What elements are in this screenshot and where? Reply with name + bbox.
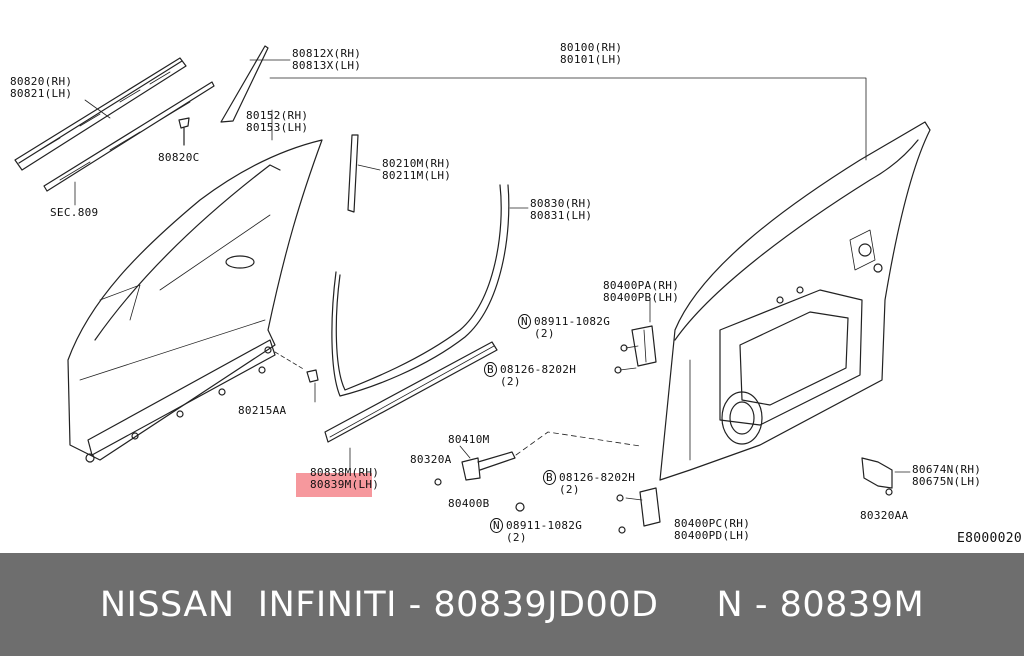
outer-door-panel	[67, 139, 323, 463]
part-number-banner: NISSAN INFINITI - 80839JD00D N - 80839M	[0, 553, 1024, 656]
label-80400pa: 80400PA(RH) 80400PB(LH)	[603, 279, 680, 304]
label-80410m: 80410M	[448, 433, 490, 446]
inner-moulding-strip	[43, 81, 215, 192]
outer-moulding-strip	[14, 57, 187, 171]
label-80674n: 80674N(RH) 80675N(LH)	[912, 463, 982, 488]
label-80320aa: 80320AA	[860, 509, 909, 522]
b-marker-b: B	[543, 470, 556, 485]
door-weatherstrip-80830	[331, 184, 510, 397]
label-80830: 80830(RH) 80831(LH)	[530, 197, 593, 222]
sash-garnish	[220, 45, 269, 123]
label-80812x: 80812X(RH) 80813X(LH)	[292, 47, 362, 72]
label-80400pc: 80400PC(RH) 80400PD(LH)	[674, 517, 751, 542]
hinge-80674n	[861, 457, 893, 496]
n-marker-b: N	[490, 518, 503, 533]
label-80152: 80152(RH) 80153(LH)	[246, 109, 309, 134]
label-80400b: 80400B	[448, 497, 490, 510]
label-08911-b: 08911-1082G	[506, 519, 583, 532]
label-80210m: 80210M(RH) 80211M(LH)	[382, 157, 452, 182]
label-08126-b-qty: (2)	[559, 483, 580, 496]
label-08911-a: 08911-1082G	[534, 315, 611, 328]
label-80820c: 80820C	[158, 151, 200, 164]
label-80838m: 80838M(RH) 80839M(LH)	[310, 466, 380, 491]
label-sec809: SEC.809	[50, 206, 99, 219]
n-marker-a: N	[518, 314, 531, 329]
upper-hinge	[614, 325, 657, 374]
door-check-link	[434, 431, 641, 512]
sill-moulding-80839m	[324, 341, 498, 443]
inner-door-panel	[659, 121, 931, 481]
diagram-reference-code: E8000020	[956, 531, 1022, 546]
label-08126-a: 08126-8202H	[500, 363, 577, 376]
clip-80215aa	[274, 351, 319, 403]
weatherstrip-80210m	[347, 134, 359, 213]
label-80820: 80820(RH) 80821(LH)	[10, 75, 73, 100]
diagram-drawing	[14, 45, 931, 534]
label-80100: 80100(RH) 80101(LH)	[560, 41, 623, 66]
clip-80820c	[178, 117, 190, 146]
label-08911-b-qty: (2)	[506, 531, 527, 544]
label-08126-b: 08126-8202H	[559, 471, 636, 484]
b-marker-a: B	[484, 362, 497, 377]
highlighted-part-marker	[296, 473, 372, 497]
label-08911-a-qty: (2)	[534, 327, 555, 340]
part-number-text: NISSAN INFINITI - 80839JD00D N - 80839M	[99, 584, 925, 625]
lower-hinge	[616, 487, 661, 534]
label-80215aa: 80215AA	[238, 404, 287, 417]
label-08126-a-qty: (2)	[500, 375, 521, 388]
label-80320a: 80320A	[410, 453, 452, 466]
parts-diagram: 80820(RH) 80821(LH) SEC.809 80820C 80812…	[10, 41, 1022, 546]
